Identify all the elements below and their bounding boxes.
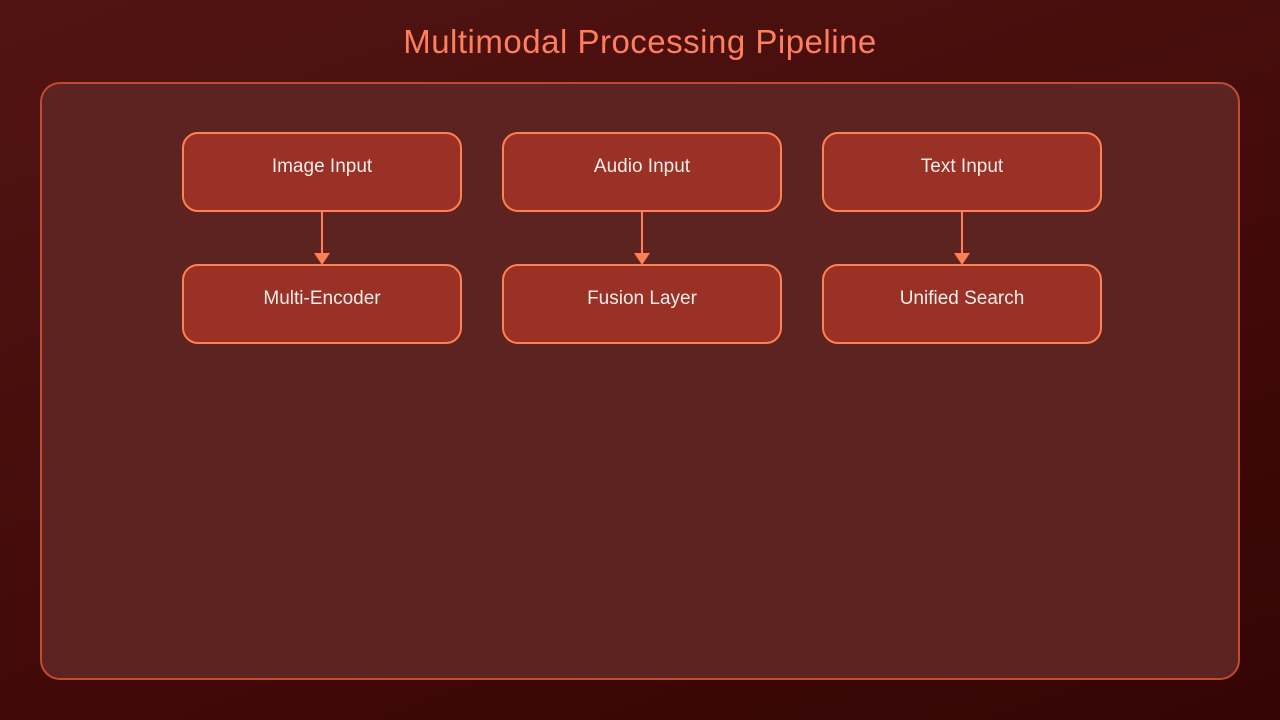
node-audio-input: Audio Input: [502, 132, 782, 212]
arrow-head-down-icon: [634, 253, 650, 265]
node-fusion-layer: Fusion Layer: [502, 264, 782, 344]
node-label-image-input: Image Input: [271, 156, 373, 177]
node-text-input: Text Input: [822, 132, 1102, 212]
node-label-fusion-layer: Fusion Layer: [587, 288, 697, 309]
diagram-container: Image Input Audio Input Text Input Multi…: [40, 82, 1240, 680]
node-unified-search: Unified Search: [822, 264, 1102, 344]
node-label-multi-encoder: Multi-Encoder: [263, 288, 381, 309]
node-label-unified-search: Unified Search: [899, 288, 1025, 309]
arrow-line-audio-to-fusion: [641, 212, 643, 254]
diagram-title: Multimodal Processing Pipeline: [403, 23, 877, 60]
node-image-input: Image Input: [182, 132, 462, 212]
arrow-head-down-icon: [954, 253, 970, 265]
node-multi-encoder: Multi-Encoder: [182, 264, 462, 344]
arrow-head-down-icon: [314, 253, 330, 265]
node-label-audio-input: Audio Input: [593, 156, 691, 177]
node-label-text-input: Text Input: [920, 156, 1004, 177]
arrow-line-text-to-search: [961, 212, 963, 254]
arrow-line-image-to-encoder: [321, 212, 323, 254]
